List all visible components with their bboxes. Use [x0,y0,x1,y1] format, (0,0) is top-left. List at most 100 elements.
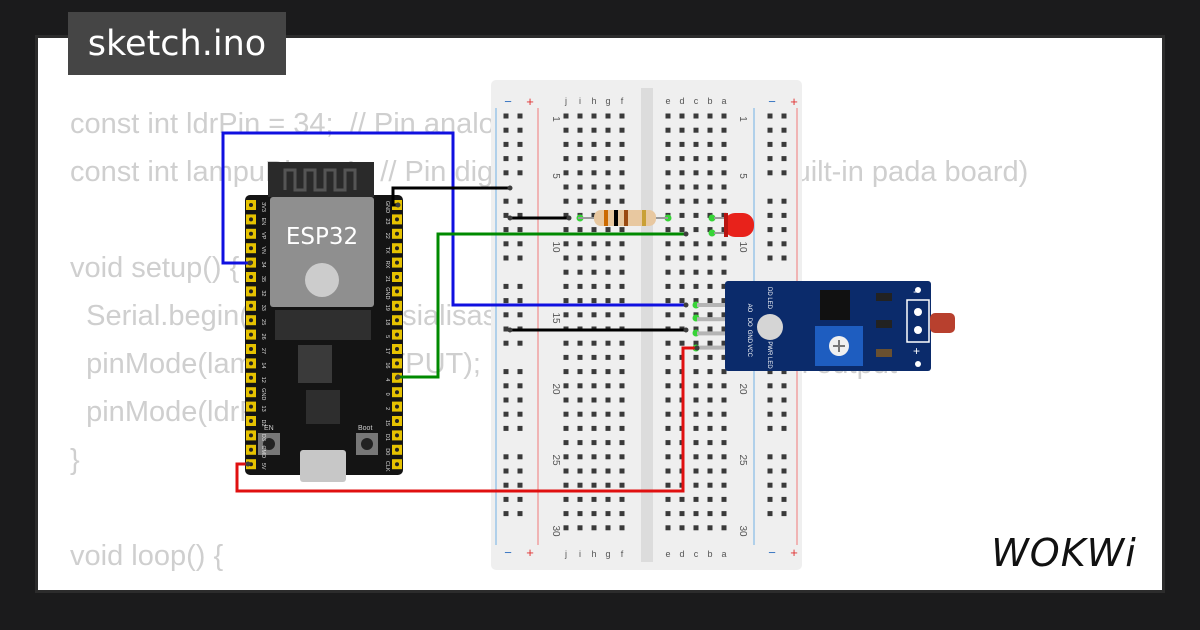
breadboard-hole[interactable] [591,454,597,460]
rail-hole[interactable] [781,511,787,517]
breadboard-hole[interactable] [679,227,685,233]
rail-hole[interactable] [781,141,787,147]
breadboard-hole[interactable] [693,283,699,289]
breadboard-hole[interactable] [693,354,699,360]
breadboard-hole[interactable] [619,283,625,289]
breadboard-hole[interactable] [693,525,699,531]
breadboard-hole[interactable] [591,298,597,304]
breadboard-hole[interactable] [577,227,583,233]
breadboard-hole[interactable] [679,141,685,147]
breadboard-hole[interactable] [665,440,671,446]
breadboard-hole[interactable] [619,198,625,204]
breadboard-hole[interactable] [693,340,699,346]
boot-button-cap[interactable] [361,438,373,450]
breadboard-hole[interactable] [707,312,713,318]
breadboard-hole[interactable] [563,525,569,531]
breadboard-hole[interactable] [605,255,611,261]
breadboard-hole[interactable] [665,468,671,474]
rail-hole[interactable] [517,198,523,204]
rail-hole[interactable] [781,425,787,431]
rail-hole[interactable] [781,397,787,403]
breadboard-hole[interactable] [721,468,727,474]
breadboard-hole[interactable] [577,369,583,375]
breadboard-hole[interactable] [679,283,685,289]
rail-hole[interactable] [503,326,509,332]
breadboard-hole[interactable] [619,397,625,403]
rail-hole[interactable] [503,312,509,318]
breadboard-hole[interactable] [665,525,671,531]
rail-hole[interactable] [503,369,509,375]
breadboard-hole[interactable] [721,369,727,375]
breadboard-hole[interactable] [665,241,671,247]
breadboard-hole[interactable] [591,269,597,275]
rail-hole[interactable] [767,255,773,261]
breadboard-hole[interactable] [563,255,569,261]
rail-hole[interactable] [517,383,523,389]
rail-hole[interactable] [503,170,509,176]
rail-hole[interactable] [517,156,523,162]
breadboard-hole[interactable] [721,383,727,389]
sensor-pin[interactable] [697,317,725,322]
breadboard-hole[interactable] [679,241,685,247]
breadboard-hole[interactable] [665,170,671,176]
breadboard-hole[interactable] [605,354,611,360]
breadboard-hole[interactable] [721,298,727,304]
breadboard-hole[interactable] [563,184,569,190]
breadboard-hole[interactable] [605,241,611,247]
breadboard-hole[interactable] [563,340,569,346]
rail-hole[interactable] [781,369,787,375]
breadboard-hole[interactable] [721,496,727,502]
rail-hole[interactable] [781,454,787,460]
breadboard-hole[interactable] [707,184,713,190]
rail-hole[interactable] [767,156,773,162]
rail-hole[interactable] [503,298,509,304]
breadboard-hole[interactable] [707,425,713,431]
breadboard-hole[interactable] [679,198,685,204]
breadboard-hole[interactable] [605,511,611,517]
breadboard-hole[interactable] [605,141,611,147]
breadboard-hole[interactable] [605,283,611,289]
breadboard-hole[interactable] [707,354,713,360]
breadboard-hole[interactable] [665,354,671,360]
breadboard-hole[interactable] [563,269,569,275]
breadboard-hole[interactable] [707,397,713,403]
breadboard-hole[interactable] [721,170,727,176]
breadboard-hole[interactable] [665,283,671,289]
breadboard-hole[interactable] [721,440,727,446]
breadboard-hole[interactable] [605,454,611,460]
breadboard-hole[interactable] [619,525,625,531]
breadboard-hole[interactable] [707,326,713,332]
breadboard-hole[interactable] [665,198,671,204]
breadboard-hole[interactable] [619,454,625,460]
breadboard-hole[interactable] [563,141,569,147]
breadboard-hole[interactable] [619,184,625,190]
rail-hole[interactable] [781,127,787,133]
breadboard-hole[interactable] [619,496,625,502]
breadboard-hole[interactable] [693,454,699,460]
rail-hole[interactable] [503,397,509,403]
breadboard-hole[interactable] [679,511,685,517]
breadboard-hole[interactable] [721,340,727,346]
breadboard-hole[interactable] [605,525,611,531]
breadboard-hole[interactable] [707,383,713,389]
breadboard-hole[interactable] [707,468,713,474]
breadboard-hole[interactable] [563,198,569,204]
breadboard-hole[interactable] [619,312,625,318]
rail-hole[interactable] [781,156,787,162]
breadboard-hole[interactable] [563,468,569,474]
breadboard-hole[interactable] [665,425,671,431]
sensor-pin[interactable] [697,345,725,350]
breadboard-hole[interactable] [619,383,625,389]
breadboard-hole[interactable] [679,184,685,190]
breadboard-hole[interactable] [577,269,583,275]
breadboard-hole[interactable] [591,411,597,417]
breadboard-hole[interactable] [577,468,583,474]
breadboard-hole[interactable] [577,184,583,190]
breadboard-hole[interactable] [693,255,699,261]
breadboard-hole[interactable] [577,425,583,431]
en-button-cap[interactable] [263,438,275,450]
breadboard-hole[interactable] [707,283,713,289]
breadboard-hole[interactable] [707,482,713,488]
breadboard-hole[interactable] [665,312,671,318]
breadboard-hole[interactable] [591,340,597,346]
